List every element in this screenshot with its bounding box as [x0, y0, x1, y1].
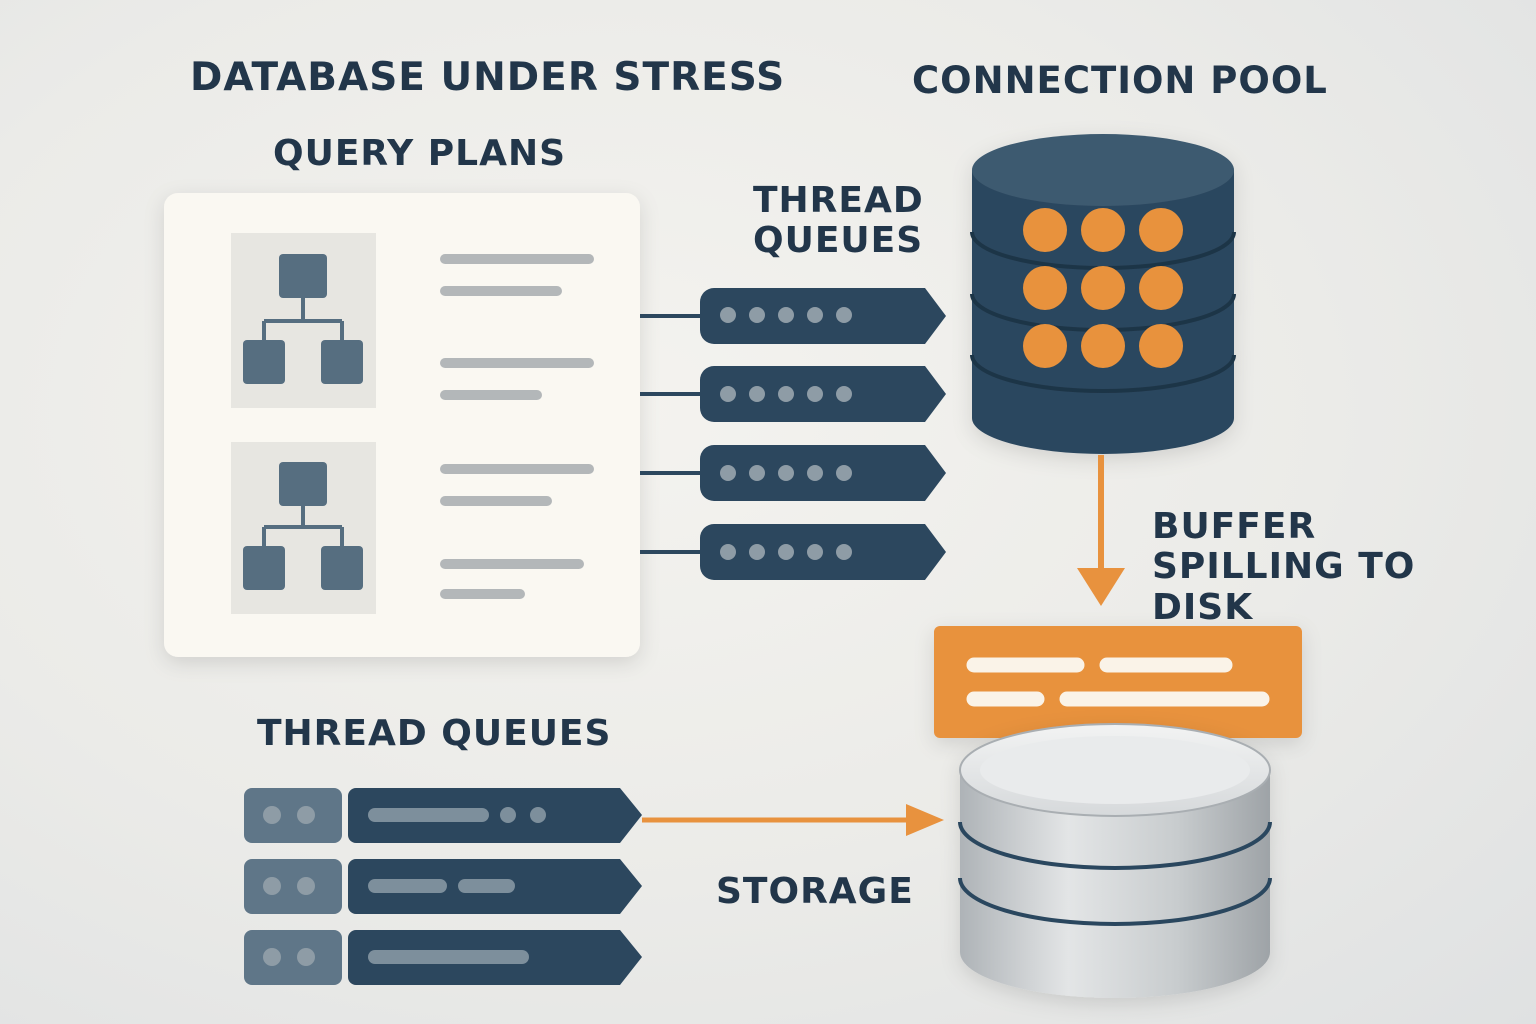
buffer-label: BUFFER SPILLING TO DISK	[1152, 506, 1416, 628]
write-arrow	[642, 804, 944, 836]
thread-queues-top-line-2: QUEUES	[753, 220, 924, 262]
buffer-block	[934, 626, 1302, 738]
queue-arrow-icon	[244, 859, 642, 914]
query-plans-panel	[164, 193, 640, 657]
queue-arrow-icon	[640, 524, 946, 580]
queue-arrow-icon	[244, 930, 642, 985]
database-icon	[970, 134, 1236, 454]
thread-queues-top-line-1: THREAD	[753, 180, 924, 221]
buffer-line-2: SPILLING TO	[1152, 546, 1416, 588]
diagram-title: DATABASE UNDER STRESS	[190, 55, 786, 100]
hierarchy-icon	[243, 254, 363, 384]
hierarchy-icon	[243, 462, 363, 590]
pool-connections	[1023, 208, 1183, 368]
storage-disk-icon	[958, 723, 1272, 998]
query-plans-label: QUERY PLANS	[273, 133, 567, 174]
spill-arrow	[1077, 455, 1125, 606]
thread-queues-top-label: THREAD QUEUES	[753, 180, 924, 262]
queue-arrow-icon	[640, 366, 946, 422]
storage-label: STORAGE	[716, 871, 914, 912]
buffer-line-3: DISK	[1152, 586, 1254, 628]
queue-arrow-icon	[244, 788, 642, 843]
queue-arrow-icon	[640, 288, 946, 344]
thread-queues-bottom	[244, 788, 642, 985]
thread-queues-bottom-label: THREAD QUEUES	[257, 713, 612, 754]
connection-pool-label: CONNECTION POOL	[912, 59, 1328, 102]
queue-arrow-icon	[640, 445, 946, 501]
thread-queues-top	[640, 288, 946, 580]
buffer-line-1: BUFFER	[1152, 506, 1317, 547]
plan-text-lines	[440, 254, 594, 599]
